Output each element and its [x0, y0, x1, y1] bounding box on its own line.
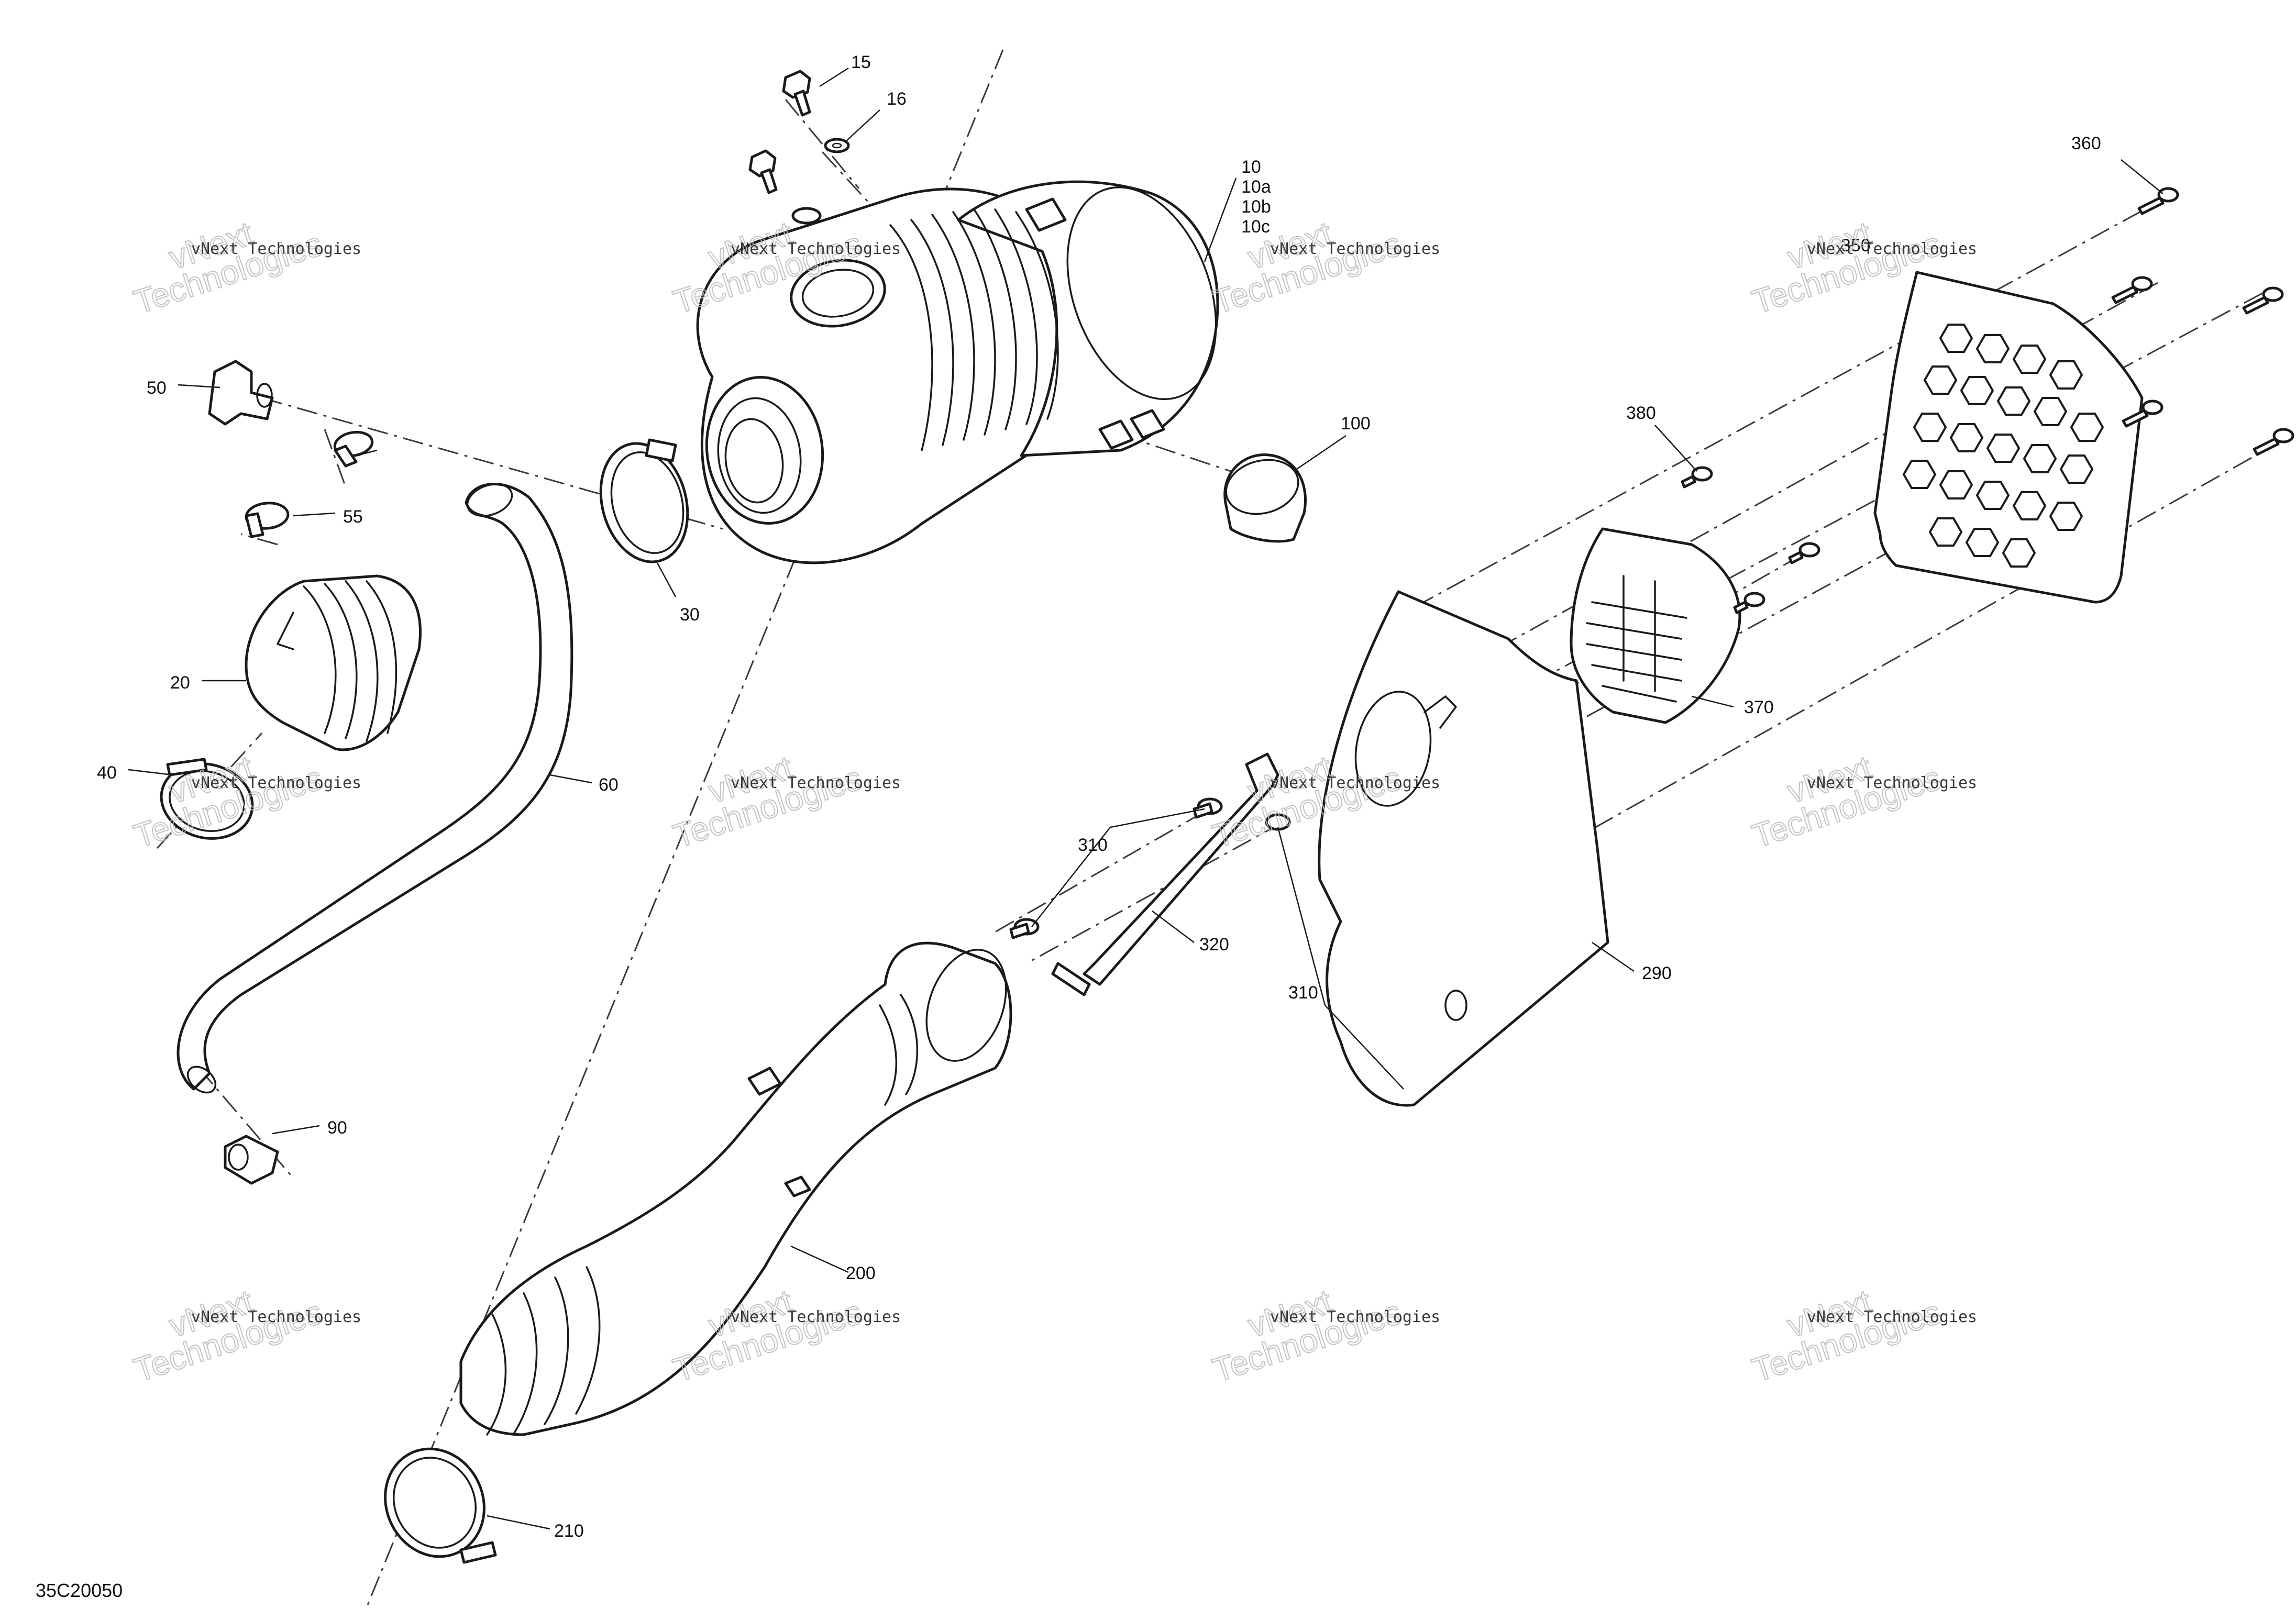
callout-360[interactable]: 360 — [2071, 134, 2101, 153]
callout-310-a[interactable]: 310 — [1078, 835, 1108, 855]
intake-duct-200[interactable] — [459, 939, 1020, 1436]
clamp-210[interactable] — [368, 1433, 502, 1573]
watermark-text: vNext Technologies — [191, 1308, 361, 1326]
plug-90[interactable] — [224, 1135, 279, 1185]
watermark-text: vNext Technologies — [1807, 774, 1977, 792]
washer-16[interactable] — [824, 138, 850, 153]
coupler-20[interactable] — [245, 574, 422, 751]
callout-10b[interactable]: 10b — [1241, 197, 1271, 217]
callout-60[interactable]: 60 — [599, 775, 619, 795]
callout-310-b[interactable]: 310 — [1288, 983, 1318, 1003]
cap-100[interactable] — [1220, 452, 1307, 543]
clamp-55-lower[interactable] — [245, 502, 290, 538]
callout-370[interactable]: 370 — [1744, 697, 1774, 717]
callout-200[interactable]: 200 — [846, 1263, 876, 1283]
screw-10-inlet[interactable] — [748, 149, 822, 225]
guard-370[interactable] — [1570, 527, 1741, 724]
callout-40[interactable]: 40 — [97, 763, 117, 783]
callout-15[interactable]: 15 — [851, 52, 871, 72]
callout-210[interactable]: 210 — [554, 1521, 584, 1541]
watermark-text: vNext Technologies — [1270, 774, 1440, 792]
watermark-text: vNext Technologies — [1270, 1308, 1440, 1326]
watermark-text: vNext Technologies — [731, 774, 901, 792]
callout-20[interactable]: 20 — [170, 673, 190, 693]
watermark-text: vNext Technologies — [1270, 240, 1440, 258]
drain-hose-60[interactable] — [176, 479, 573, 1098]
callout-16[interactable]: 16 — [887, 89, 907, 109]
watermark-text: vNext Technologies — [191, 240, 361, 258]
diagram-code: 35C20050 — [36, 1580, 123, 1601]
screw-360-e[interactable] — [2253, 428, 2294, 456]
watermark-text: vNext Technologies — [191, 774, 361, 792]
clamp-30[interactable] — [588, 434, 700, 572]
watermark-text: vNext Technologies — [1807, 240, 1977, 258]
callout-10[interactable]: 10 — [1241, 157, 1261, 177]
rivet-310-b[interactable] — [1009, 918, 1040, 939]
screw-380-c[interactable] — [1733, 592, 1765, 614]
callout-50[interactable]: 50 — [147, 378, 167, 398]
clamp-40[interactable] — [153, 754, 261, 849]
callout-290[interactable]: 290 — [1642, 963, 1672, 983]
callout-55[interactable]: 55 — [343, 507, 363, 527]
callout-30[interactable]: 30 — [680, 605, 700, 625]
screw-360-a[interactable] — [2137, 187, 2179, 215]
callout-labels: 15 16 10 10a 10b 10c 360 350 50 55 100 3… — [36, 52, 2101, 1601]
screw-360-d[interactable] — [2122, 400, 2163, 428]
callout-10c[interactable]: 10c — [1241, 217, 1270, 237]
callout-350[interactable]: 350 — [1841, 236, 1871, 256]
callout-380[interactable]: 380 — [1626, 403, 1656, 423]
screw-360-b[interactable] — [2111, 276, 2153, 304]
clamp-55-upper[interactable] — [333, 429, 374, 468]
callout-10a[interactable]: 10a — [1241, 177, 1271, 197]
callout-100[interactable]: 100 — [1341, 414, 1371, 434]
screw-380-a[interactable] — [1681, 466, 1713, 489]
elbow-fitting-50[interactable] — [208, 360, 274, 426]
rivet-310-a[interactable] — [1193, 797, 1223, 819]
callout-320[interactable]: 320 — [1199, 935, 1229, 955]
honeycomb-mesh — [1902, 324, 2104, 568]
cover-panel-290[interactable] — [1318, 590, 1609, 1107]
watermark-text: vNext Technologies — [1807, 1308, 1977, 1326]
watermark-text: vNext Technologies — [731, 240, 901, 258]
screw-360-c[interactable] — [2242, 286, 2284, 315]
bracket-320[interactable] — [1051, 752, 1279, 996]
watermark-text: vNext Technologies — [731, 1308, 901, 1326]
grille-350[interactable] — [1873, 271, 2144, 604]
screw-15[interactable] — [782, 70, 811, 117]
air-filter-housing-10[interactable] — [696, 167, 1243, 564]
callout-90[interactable]: 90 — [327, 1118, 347, 1138]
leader-lines — [128, 67, 2163, 1530]
screw-380-b[interactable] — [1788, 542, 1820, 564]
